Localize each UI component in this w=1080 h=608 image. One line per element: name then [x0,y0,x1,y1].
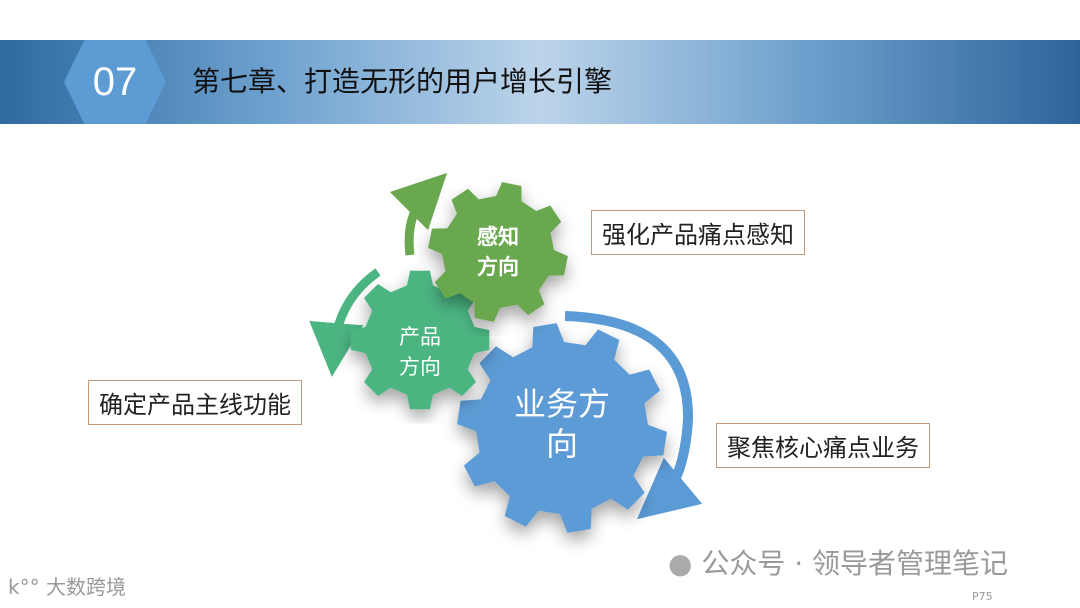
logo-icon: k°° [8,575,40,599]
wechat-icon: ● [668,547,693,580]
callout-perception: 强化产品痛点感知 [591,210,805,255]
wechat-watermark: ● 公众号 · 领导者管理笔记 [668,548,1008,580]
callout-product: 确定产品主线功能 [88,380,302,425]
arrow-business [564,311,703,520]
header-banner [0,40,1080,124]
gear-perception [428,182,568,322]
gear-label-business: 业务方 向 [513,385,610,463]
chapter-number: 07 [92,60,138,104]
wechat-text: 公众号 · 领导者管理笔记 [701,547,1009,580]
arrow-perception [389,172,448,256]
logo-text: 大数跨境 [45,575,126,599]
gear-label-perception: 感知 方向 [477,225,519,279]
gear-business [457,323,667,533]
logo-watermark: k°° 大数跨境 [8,575,126,599]
gear-label-product: 产品 方向 [399,325,441,379]
arrow-product [309,268,381,377]
callout-business: 聚焦核心痛点业务 [716,423,930,468]
page-title: 第七章、打造无形的用户增长引擎 [192,65,613,98]
gear-product [350,270,490,410]
page-number: P75 [972,590,993,603]
chapter-hexagon [64,40,166,124]
